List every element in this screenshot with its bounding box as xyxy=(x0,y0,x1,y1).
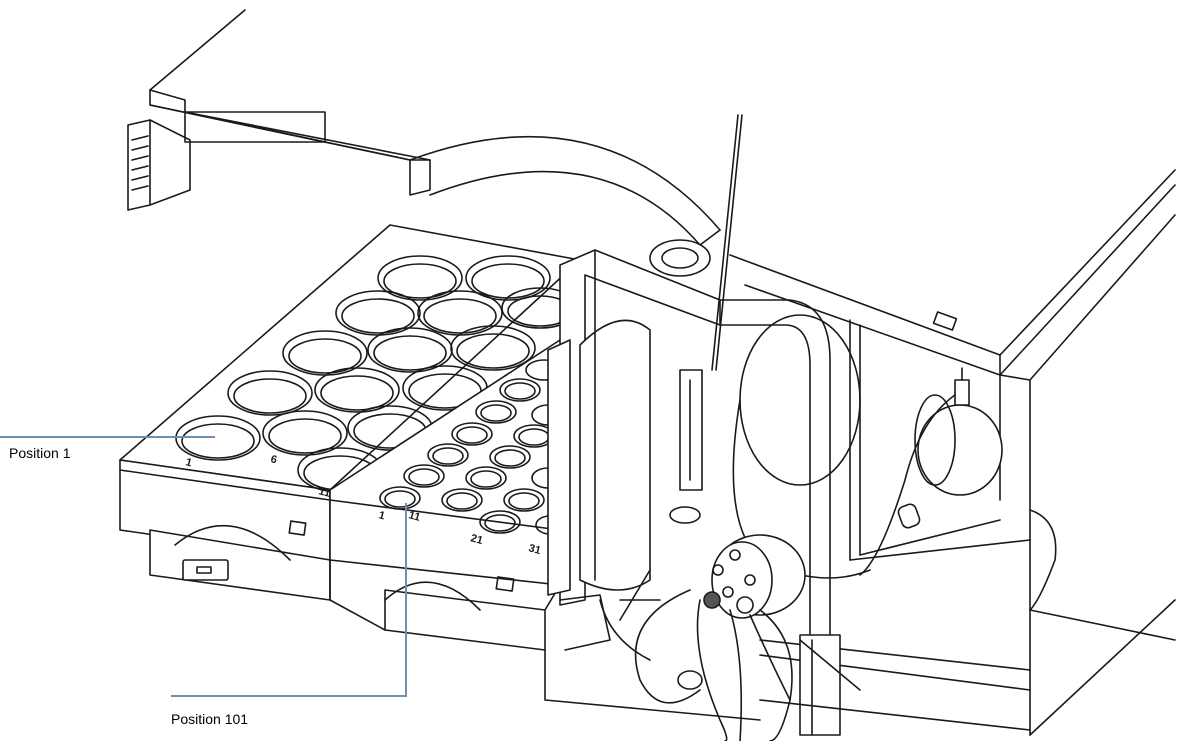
capillaries xyxy=(599,569,861,742)
callout-label-position-101: Position 101 xyxy=(171,711,249,727)
bottom-rails xyxy=(544,594,1031,731)
arm-frame xyxy=(719,299,841,736)
transport-arm xyxy=(409,135,721,246)
small-vial-holes xyxy=(379,359,565,535)
tray-small-number-31: 31 xyxy=(527,542,542,557)
injection-valve xyxy=(703,534,806,619)
instrument-housing xyxy=(729,169,1176,736)
tray-large-number-6: 6 xyxy=(269,453,278,466)
tray-large-number-1: 1 xyxy=(184,456,193,469)
sampling-unit xyxy=(547,114,743,606)
pump-cylinder xyxy=(914,367,1003,496)
tray-small-number-1: 1 xyxy=(377,509,386,522)
tray-small-number-11: 11 xyxy=(407,509,421,524)
top-cover xyxy=(149,9,431,196)
large-vial-holes xyxy=(175,255,579,493)
callout-label-position-1: Position 1 xyxy=(9,445,71,461)
side-vent-bracket xyxy=(127,119,191,211)
callout-line-position-101 xyxy=(171,503,407,697)
tray-large-number-11: 11 xyxy=(317,485,331,500)
tray-small-number-21: 21 xyxy=(469,532,484,547)
